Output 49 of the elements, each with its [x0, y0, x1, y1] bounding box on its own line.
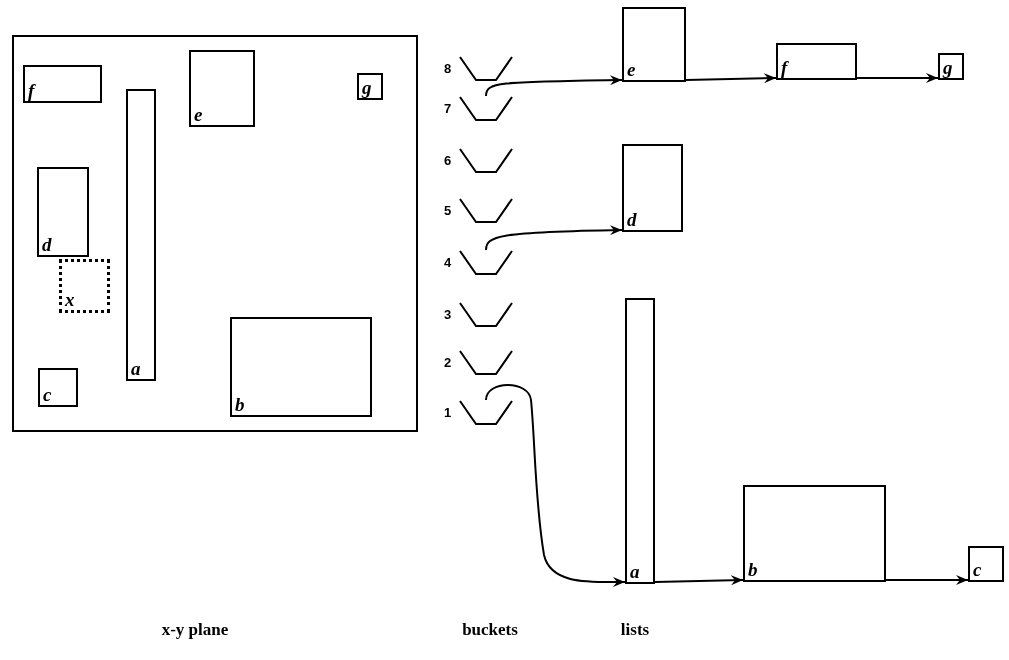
rectangle-box [938, 53, 964, 80]
box-letter: a [131, 359, 141, 379]
rectangle-box [37, 167, 89, 257]
box-letter: e [627, 60, 636, 80]
bucket-number: 3 [444, 308, 452, 322]
bucket-number: 4 [444, 256, 452, 270]
arrow [485, 75, 623, 97]
box-letter: c [43, 385, 52, 405]
box-letter: b [748, 560, 758, 580]
bucket-number: 8 [444, 62, 452, 76]
rectangle-box [126, 89, 156, 381]
box-letter: b [235, 395, 245, 415]
box-letter: f [781, 58, 788, 78]
caption: x-y plane [161, 620, 229, 640]
rectangle-box [230, 317, 372, 417]
box-letter: e [194, 105, 203, 125]
bucket-number: 6 [444, 154, 452, 168]
box-letter: f [28, 81, 35, 101]
rectangle-box [23, 65, 102, 103]
arrow [685, 73, 777, 84]
bucket-number: 7 [444, 102, 452, 116]
arrow [885, 575, 969, 585]
box-letter: g [943, 58, 953, 78]
bucket-number: 5 [444, 204, 452, 218]
box-letter: g [362, 78, 372, 98]
arrow [654, 575, 744, 586]
box-letter: d [42, 235, 52, 255]
bucket-number: 1 [444, 406, 452, 420]
box-letter: a [630, 562, 640, 582]
plane-frame [12, 35, 418, 432]
caption: lists [620, 620, 650, 640]
box-letter: d [627, 210, 637, 230]
rectangle-box [968, 546, 1004, 582]
box-letter: x [65, 290, 75, 310]
dotted-region [59, 259, 110, 313]
arrow [856, 73, 939, 83]
rectangle-box [38, 368, 78, 407]
arrow [485, 384, 626, 588]
rectangle-box [776, 43, 857, 80]
rectangle-box [357, 73, 383, 100]
rectangle-box [189, 50, 255, 127]
arrow [485, 225, 623, 251]
rectangle-box [622, 144, 683, 232]
rectangle-box [622, 7, 686, 82]
bucket-number: 2 [444, 356, 452, 370]
box-letter: c [973, 560, 982, 580]
caption: buckets [462, 620, 518, 640]
rectangle-box [625, 298, 655, 584]
rectangle-box [743, 485, 886, 582]
